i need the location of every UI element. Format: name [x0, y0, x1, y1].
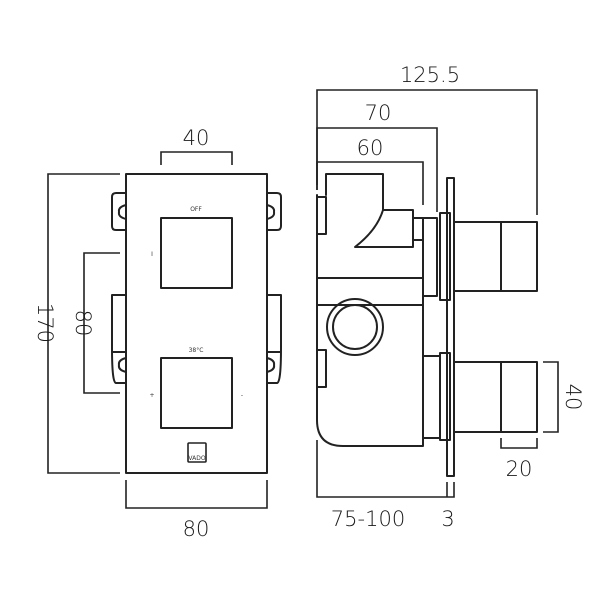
- lug-left-upper: [111, 192, 127, 231]
- dim-line-40: [160, 151, 233, 165]
- upper-handle: [453, 221, 538, 292]
- diverter-step: [412, 217, 424, 241]
- dim-line-20: [500, 438, 538, 449]
- diverter-housing: [325, 173, 414, 248]
- dim-3: 3: [441, 507, 454, 531]
- temperature-label: 38°C: [189, 347, 204, 354]
- dim-60: 60: [357, 136, 384, 160]
- vado-logo-box: [187, 442, 207, 463]
- lug-right-upper: [266, 192, 282, 231]
- faceplate: [125, 173, 268, 474]
- upper-flange: [439, 212, 451, 301]
- lower-flange: [439, 352, 451, 441]
- plus-mark: +: [149, 392, 154, 399]
- vado-logo: VADO: [188, 455, 205, 462]
- upper-side-mark: I: [151, 251, 153, 258]
- dim-line-60: [316, 161, 424, 205]
- dim-line-80-bottom: [125, 480, 268, 509]
- dim-125-5: 125.5: [400, 63, 460, 87]
- side-view: 125.5 70 60 75-100 3 40 20: [316, 63, 585, 531]
- dim-80-bottom: 80: [183, 517, 210, 541]
- dim-170: 170: [33, 303, 57, 343]
- upper-control-knob: [160, 217, 233, 289]
- upper-nut: [422, 217, 438, 297]
- front-view: VADO OFF I 38°C + - 40 170 80 80: [33, 126, 282, 541]
- notch-lower: [316, 349, 327, 388]
- off-label: OFF: [190, 206, 202, 213]
- wall-plate: [446, 177, 455, 477]
- body-divider: [316, 277, 424, 306]
- dim-line-40-side: [543, 361, 559, 433]
- dim-70: 70: [365, 101, 392, 125]
- inlet-inner: [332, 304, 378, 350]
- dim-line-80-vertical: [83, 252, 120, 394]
- dim-40-side: 40: [561, 384, 585, 411]
- body-outline: [316, 194, 424, 447]
- minus-mark: -: [241, 392, 243, 399]
- notch-upper: [316, 196, 327, 235]
- dim-line-170: [47, 173, 120, 474]
- dim-80-vertical: 80: [71, 310, 95, 337]
- dim-20: 20: [506, 457, 533, 481]
- inlet-outer: [326, 298, 384, 356]
- dim-line-125-5: [316, 89, 538, 215]
- dim-line-70: [316, 127, 438, 212]
- lug-left-lower: [111, 294, 127, 384]
- lug-right-lower: [266, 294, 282, 384]
- lower-nut: [422, 355, 441, 439]
- lower-control-knob: [160, 357, 233, 429]
- dim-line-75-100: [316, 440, 455, 498]
- dim-40: 40: [183, 126, 210, 150]
- dim-75-100: 75-100: [331, 507, 405, 531]
- lower-handle: [453, 361, 538, 433]
